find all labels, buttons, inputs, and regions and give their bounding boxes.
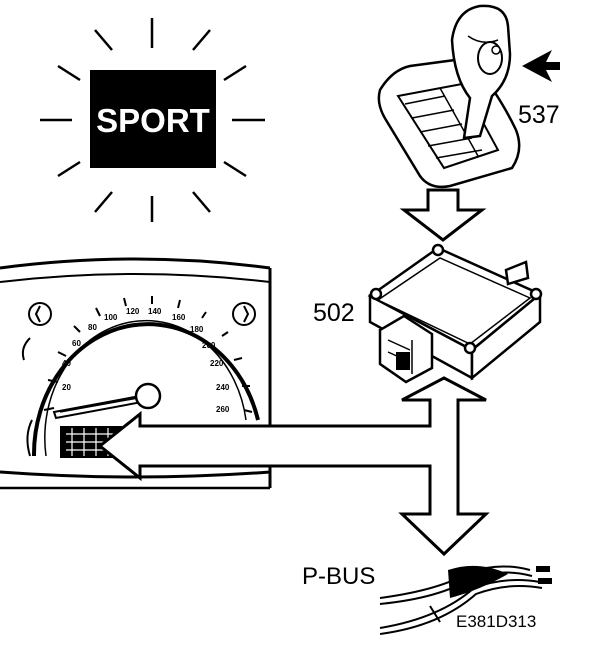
tick-label-180: 180: [190, 325, 204, 334]
callout-537: 537: [518, 101, 560, 129]
instrument-cluster: [0, 257, 272, 490]
sport-light-rays: [40, 18, 265, 222]
sport-indicator: SPORT: [40, 18, 265, 222]
sport-lamp-text: SPORT: [96, 102, 210, 139]
tick-label-80: 80: [88, 323, 97, 332]
tick-label-240: 240: [216, 383, 230, 392]
tick-label-200: 200: [202, 341, 216, 350]
tick-label-20: 20: [62, 383, 71, 392]
tick-label-160: 160: [172, 313, 186, 322]
p-bus-cable: [379, 565, 552, 635]
arrow-selector-to-module: [399, 188, 487, 242]
tick-label-120: 120: [126, 307, 140, 316]
control-module: [367, 243, 543, 384]
arrow-module-to-cluster: [97, 376, 490, 557]
gear-selector: [377, 4, 560, 189]
tick-label-260: 260: [216, 405, 230, 414]
speedometer-labels: 20 40 60 80 100 120 140 160 180 200 220 …: [62, 307, 230, 414]
p-bus-label: P-BUS: [302, 563, 375, 590]
tick-label-100: 100: [104, 313, 118, 322]
speedometer-needle: [52, 382, 162, 420]
tick-label-60: 60: [72, 339, 81, 348]
sport-lamp-box: [90, 70, 216, 168]
selector-lever-handle: [450, 4, 512, 140]
figure-code: E381D313: [456, 612, 536, 631]
press-arrow-icon: [522, 50, 560, 82]
tick-label-220: 220: [210, 359, 224, 368]
tick-label-140: 140: [148, 307, 162, 316]
callout-502: 502: [313, 299, 355, 327]
speedometer-ticks: [43, 296, 253, 413]
tick-label-40: 40: [62, 359, 71, 368]
